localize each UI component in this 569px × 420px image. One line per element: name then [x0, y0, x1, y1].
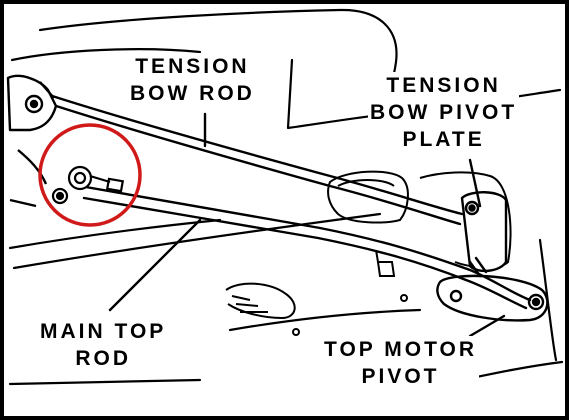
main-top-rod: [78, 184, 532, 310]
label-tension-bow-rod: TENSION BOW ROD: [128, 53, 257, 107]
label-pivot-plate-line1: TENSION: [386, 74, 501, 97]
pivot-plate: [436, 191, 549, 322]
label-pivot-plate-line3: PLATE: [402, 128, 485, 151]
ball-joint: [51, 165, 125, 205]
label-tension-bow-rod-line2: BOW ROD: [130, 82, 255, 105]
label-main-top-rod-line2: ROD: [75, 347, 131, 370]
label-top-motor-pivot-line2: PIVOT: [361, 365, 440, 388]
highlight-circle: [38, 123, 142, 227]
label-main-top-rod-line1: MAIN TOP: [40, 320, 167, 343]
leader-top-motor-pivot: [468, 314, 506, 338]
label-top-motor-pivot: TOP MOTOR PIVOT: [322, 336, 480, 390]
label-main-top-rod: MAIN TOP ROD: [38, 318, 169, 372]
lower-parts: [225, 249, 408, 336]
label-tension-bow-pivot-plate: TENSION BOW PIVOT PLATE: [368, 72, 520, 153]
leader-lines: [108, 112, 506, 338]
label-top-motor-pivot-line1: TOP MOTOR: [324, 338, 478, 361]
leader-main-top-rod: [108, 218, 202, 312]
label-tension-bow-rod-line1: TENSION: [135, 55, 250, 78]
tension-bow-rod: [44, 92, 464, 226]
leader-pivot-plate: [468, 158, 482, 208]
left-bracket: [6, 74, 58, 208]
label-pivot-plate-line2: BOW PIVOT: [370, 101, 518, 124]
